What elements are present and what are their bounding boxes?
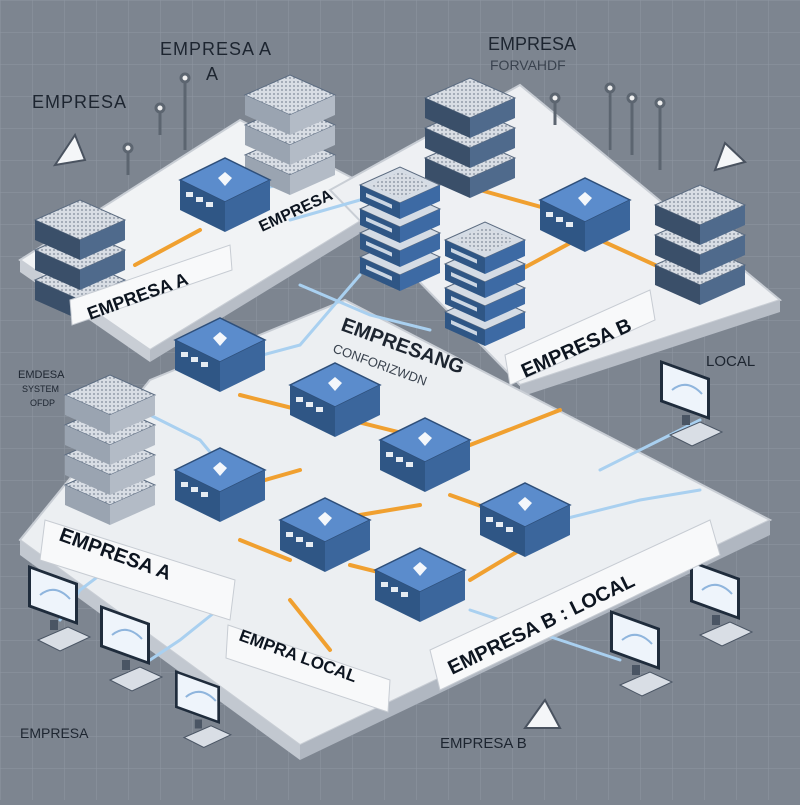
- computer-monitor-icon: [660, 360, 724, 447]
- switch-icon: [278, 497, 372, 572]
- label-bottom-right: EMPRESA B: [440, 735, 527, 752]
- label-side-small-1: EMDESA: [18, 369, 65, 381]
- switch-icon: [173, 317, 267, 392]
- switch-icon: [378, 417, 472, 492]
- switch-icon: [538, 177, 632, 252]
- label-top-right: EMPRESA: [488, 34, 576, 54]
- storage-stack-icon: [423, 77, 517, 198]
- computer-monitor-icon: [100, 605, 164, 692]
- switch-icon: [478, 482, 572, 557]
- server-rack-icon: [358, 166, 442, 291]
- antenna-icon: [122, 72, 666, 175]
- storage-stack-icon: [653, 184, 747, 305]
- switch-icon: [373, 547, 467, 622]
- label-banner: [225, 624, 391, 713]
- computer-monitor-icon: [175, 670, 232, 748]
- switch-icon: [173, 447, 267, 522]
- arrow-icon: [713, 141, 747, 172]
- label-side-small-3: OFDP: [30, 398, 55, 408]
- label-banner: [504, 289, 656, 386]
- label-banner: [39, 519, 236, 621]
- label-local-right: LOCAL: [706, 353, 755, 370]
- computer-monitor-icon: [690, 560, 754, 647]
- arrow-icon: [523, 698, 562, 729]
- label-top-center-a-sub: A: [206, 64, 218, 84]
- server-rack-icon: [443, 221, 527, 346]
- computer-monitor-icon: [610, 610, 674, 697]
- label-top-right-sub: FORVAHDF: [490, 57, 566, 73]
- label-banner: [69, 244, 233, 326]
- arrow-icon: [52, 132, 87, 167]
- label-side-small-2: SYSTEM: [22, 384, 59, 394]
- computer-monitor-icon: [28, 565, 92, 652]
- label-bottom-left: EMPRESA: [20, 725, 89, 741]
- storage-stack-icon: [243, 74, 337, 195]
- switch-icon: [288, 362, 382, 437]
- label-top-left: EMPRESA: [32, 92, 127, 112]
- storage-stack-icon: [63, 374, 157, 525]
- label-top-center-a: EMPRESA A: [160, 39, 272, 59]
- devices: [28, 74, 754, 748]
- label-banner: [429, 519, 721, 691]
- switch-icon: [178, 157, 272, 232]
